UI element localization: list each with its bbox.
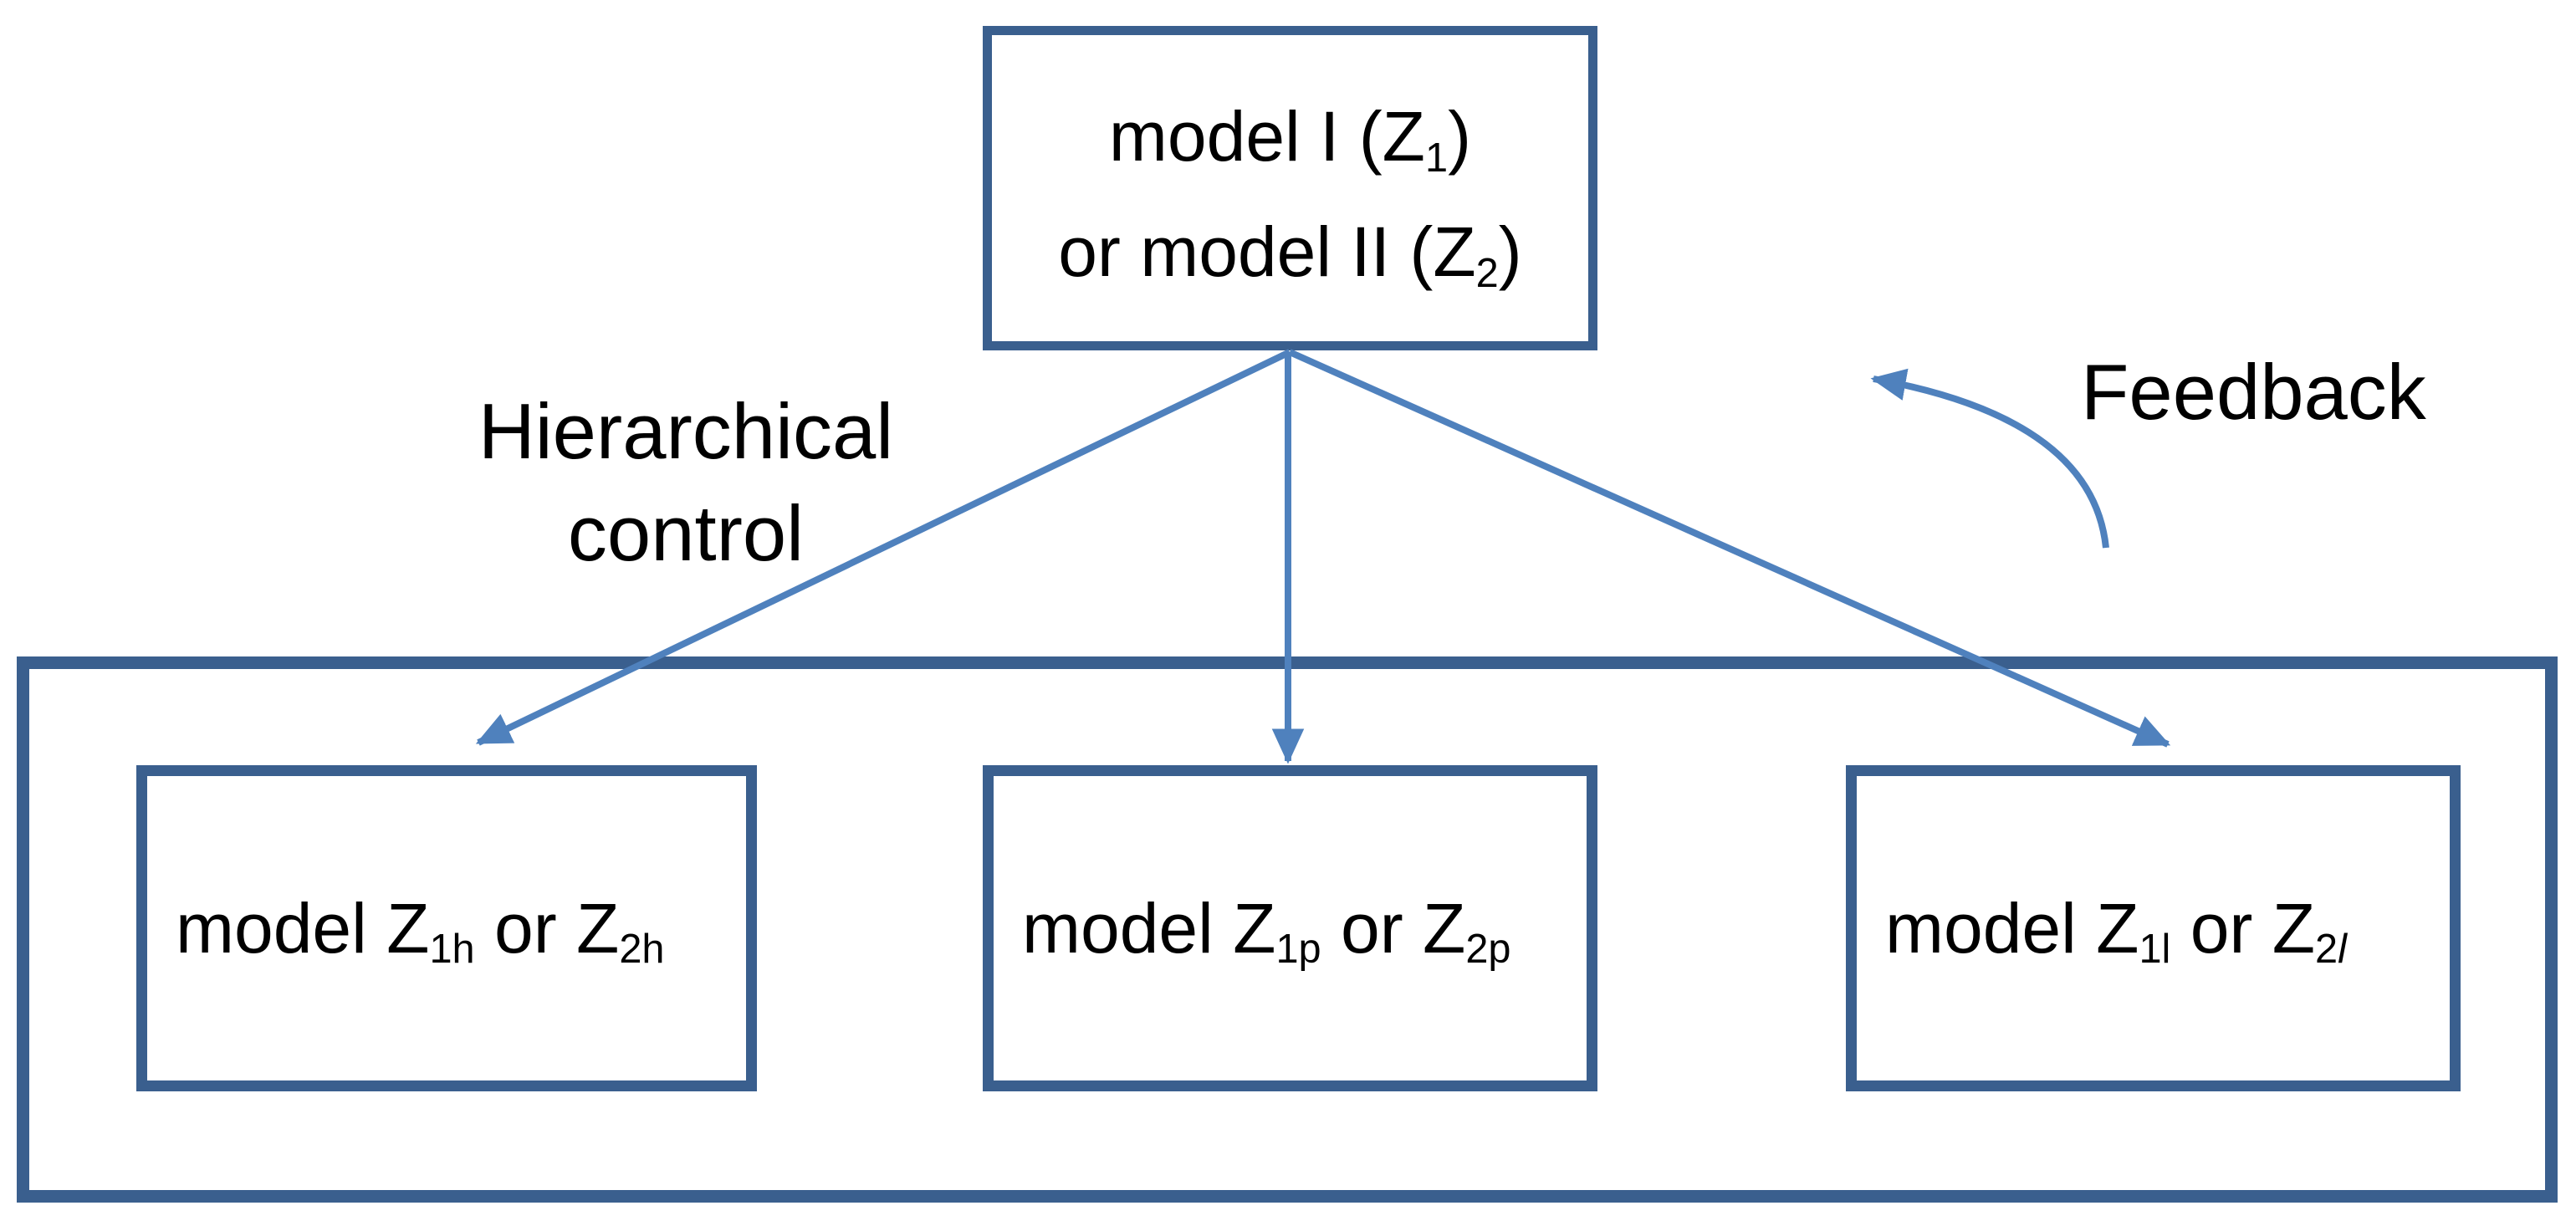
top-model-box-line1: model I (Z1) [1108,97,1472,181]
top-model-box-line2: or model II (Z2) [1058,212,1522,296]
hierarchical-control-label-line1: Hierarchical [478,387,894,475]
child-box-low: model Z1l or Z2l [1846,765,2461,1091]
hierarchical-control-label-line2: control [567,489,805,577]
child-box-mid-label: model Z1p or Z2p [1022,888,1511,973]
child-box-high: model Z1h or Z2h [136,765,757,1091]
hierarchical-control-label: Hierarchical control [418,381,953,585]
child-box-low-label: model Z1l or Z2l [1885,888,2347,973]
feedback-curved-arrow [1870,368,2109,549]
child-box-mid: model Z1p or Z2p [983,765,1597,1091]
top-model-box: model I (Z1) or model II (Z2) [983,26,1597,350]
child-box-high-label: model Z1h or Z2h [176,888,665,973]
feedback-label: Feedback [2081,348,2426,436]
